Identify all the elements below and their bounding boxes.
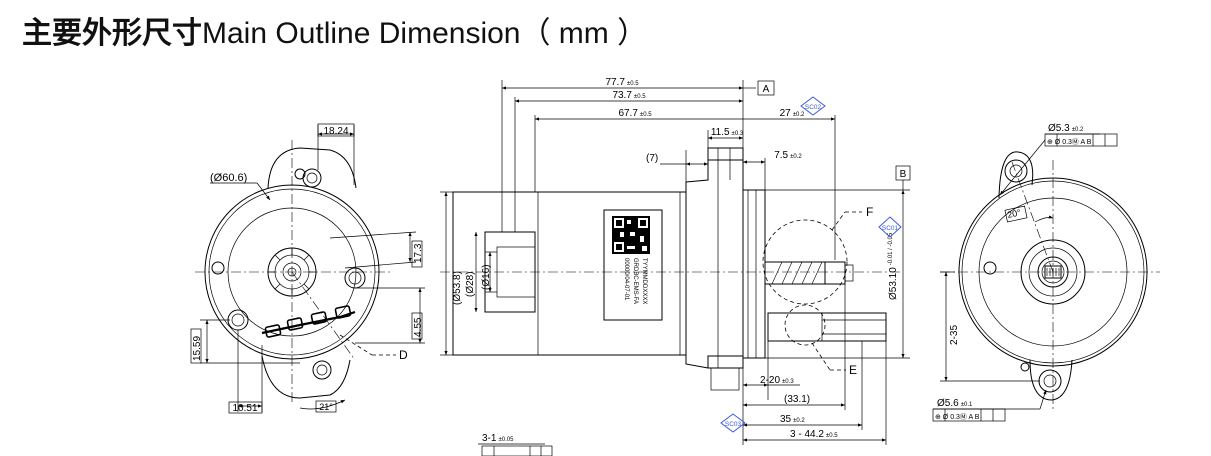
title-english: Main Outline Dimension（ mm ） — [202, 17, 648, 50]
dim-outer-diameter: (Ø60.6) — [210, 172, 247, 184]
label-line-3: TYYMMDDXXXX — [641, 258, 647, 304]
title-chinese: 主要外形尺寸 — [22, 16, 202, 51]
dim-3-44-2: 3 - 44.2±0.5 — [790, 429, 838, 440]
page-title: 主要外形尺寸Main Outline Dimension（ mm ） — [22, 14, 647, 54]
dim-5-3: Ø5.3±0.2 — [1048, 123, 1084, 134]
dim-5-6: Ø5.6±0.1 — [937, 398, 973, 409]
side-view-outline: 00000/04-07-01 GRDBC-EMS-FA TYYMMDDXXXX — [440, 147, 900, 391]
fcf-top: ⊕ Ø 0.3Ⓜ A B — [1047, 138, 1092, 146]
rear-view: Ø5.3±0.2 ⊕ Ø 0.3Ⓜ A B 20° 2-35 Ø5.6±0.1 … — [932, 123, 1160, 422]
dim-2-35: 2-35 — [949, 325, 960, 345]
callout-e: E — [849, 363, 857, 377]
dim-27: 27±0.2 — [780, 108, 805, 119]
dim-angle-21: 21° — [319, 402, 333, 412]
dim-15-59: 15.59 — [192, 336, 203, 361]
front-view: 18.24 (Ø60.6) 17.3 4.55 15.59 10.51 — [190, 123, 425, 414]
dim-3-1: 3-1±0.05 — [482, 433, 514, 444]
dim-7-5: 7.5±0.2 — [774, 150, 802, 161]
dim-53-8: (Ø53.8) — [452, 271, 463, 305]
callout-f: F — [866, 205, 873, 219]
dim-18-24: 18.24 — [323, 126, 348, 137]
sc02-badge: SC02 — [805, 104, 822, 111]
side-view: 00000/04-07-01 GRDBC-EMS-FA TYYMMDDXXXX … — [440, 77, 911, 456]
fcf-bottom: ⊕ Ø 0.3Ⓜ A B — [935, 413, 980, 421]
front-view-dimensions: 18.24 (Ø60.6) 17.3 4.55 15.59 10.51 — [190, 123, 425, 414]
dim-53-10: Ø53.10-0.01 / -0.05 — [888, 232, 899, 300]
rear-view-outline — [940, 151, 1160, 410]
datum-b: B — [900, 169, 907, 180]
dim-73-7: 73.7±0.5 — [612, 90, 646, 101]
callout-d: D — [399, 348, 408, 362]
dim-77-7: 77.7±0.5 — [605, 77, 639, 88]
datum-a: A — [763, 84, 770, 95]
dim-2-20: 2-20±0.3 — [760, 375, 794, 386]
dim-11-5: 11.5±0.3 — [711, 127, 744, 138]
dim-angle-20: 20° — [1006, 207, 1022, 220]
dim-67-7: 67.7±0.5 — [618, 108, 652, 119]
dim-28: (Ø28) — [465, 271, 476, 297]
dim-10-51: 10.51 — [232, 403, 257, 414]
dim-17-3: 17.3 — [413, 243, 424, 263]
side-view-dimensions: 77.7±0.5 A 73.7±0.5 67.7±0.5 27±0.2 SC02… — [440, 77, 911, 456]
sc01-badge: SC01 — [882, 225, 899, 232]
dim-33-1: (33.1) — [784, 394, 810, 405]
rear-view-dimensions: Ø5.3±0.2 ⊕ Ø 0.3Ⓜ A B 20° 2-35 Ø5.6±0.1 … — [932, 123, 1118, 422]
label-line-2: GRDBC-EMS-FA — [632, 258, 638, 304]
label-line-1: 00000/04-07-01 — [623, 258, 629, 301]
sc03-badge: SC03 — [725, 421, 742, 428]
dim-35: 35±0.2 — [780, 414, 805, 425]
front-view-outline — [195, 140, 392, 405]
qr-code — [612, 216, 650, 254]
dim-7-ref: (7) — [646, 153, 658, 164]
dim-4-55: 4.55 — [413, 317, 424, 337]
dim-16: (Ø16) — [481, 264, 492, 290]
